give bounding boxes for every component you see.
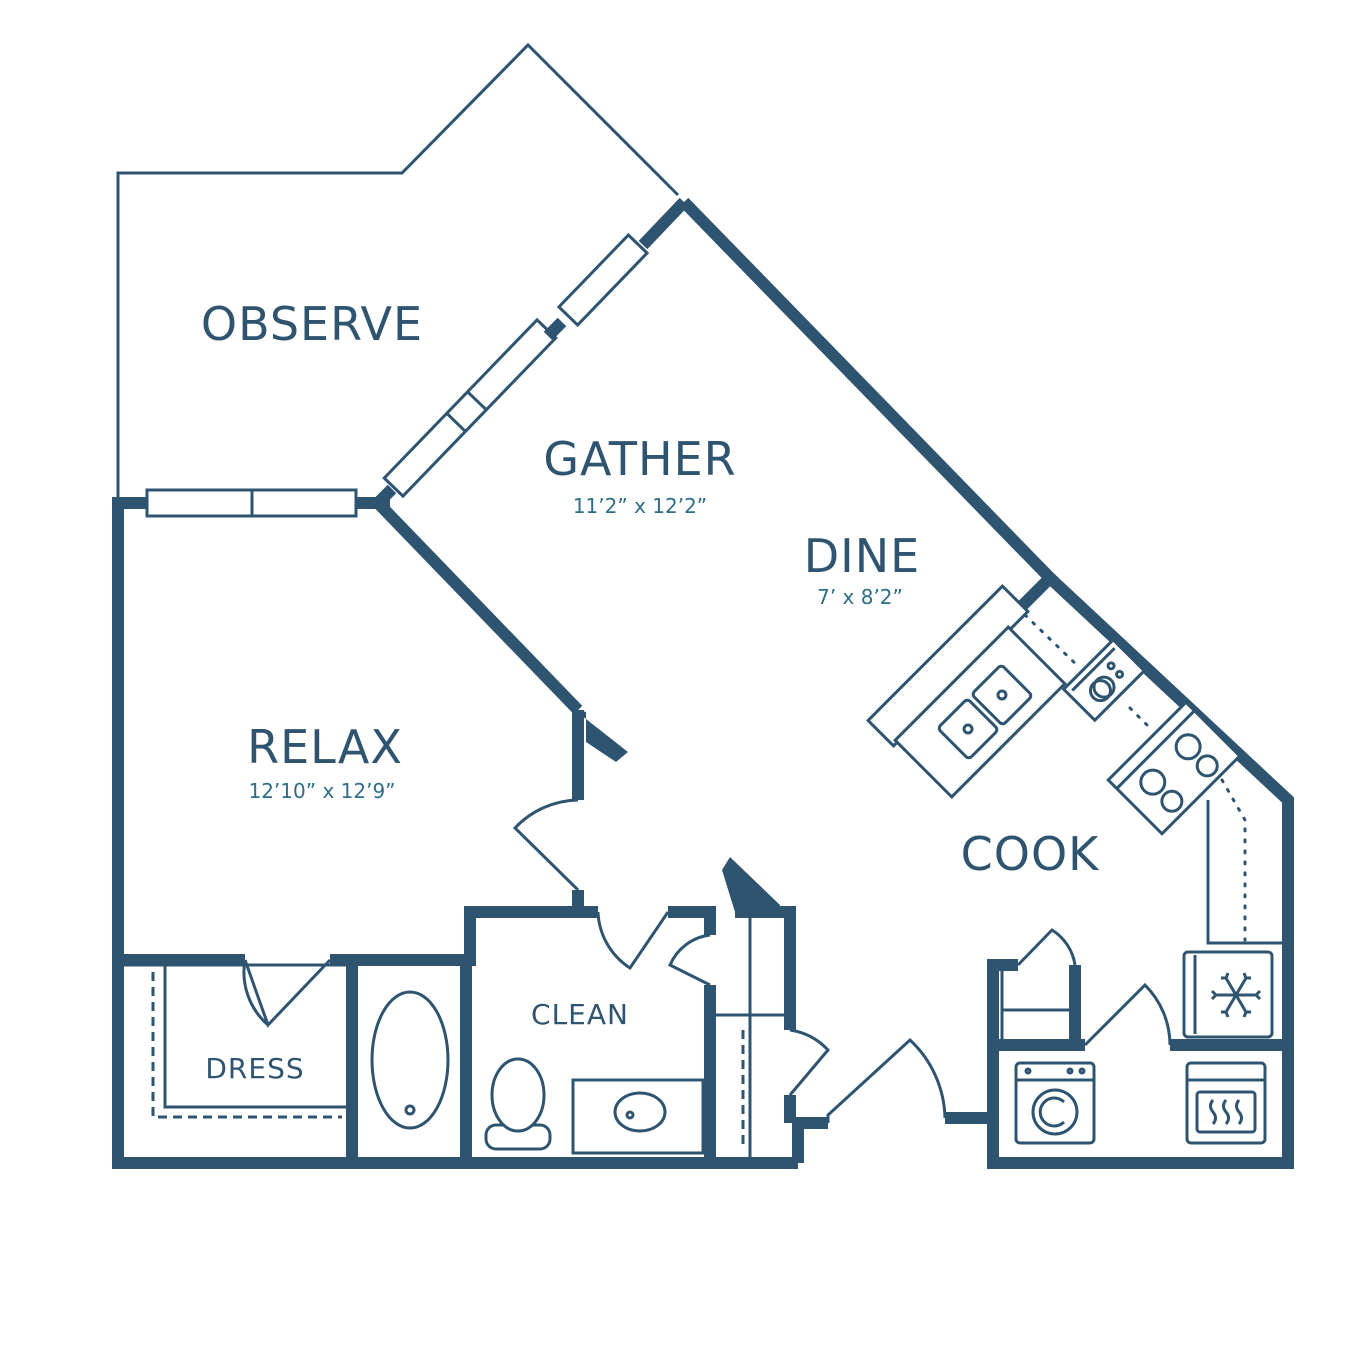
interior-walls xyxy=(118,708,1282,1163)
kitchen-counters xyxy=(1023,613,1247,942)
room-dimensions-dine: 7’ x 8’2” xyxy=(817,585,903,609)
room-label-dress: DRESS xyxy=(205,1052,304,1085)
room-dimensions-gather: 11’2” x 12’2” xyxy=(573,494,707,518)
kitchen-peninsula xyxy=(865,583,1067,799)
bathtub-icon xyxy=(370,990,450,1130)
dishwasher-icon xyxy=(1061,637,1147,723)
closet-rod xyxy=(151,965,745,1150)
room-label-clean: CLEAN xyxy=(531,998,629,1031)
room-dimensions-relax: 12’10” x 12’9” xyxy=(248,779,395,803)
room-label-observe: OBSERVE xyxy=(201,297,423,351)
room-label-gather: GATHER xyxy=(543,432,736,486)
sink-icon xyxy=(571,1078,705,1155)
balcony-door-diagonal[interactable] xyxy=(373,232,650,508)
exterior-walls xyxy=(112,197,1294,1169)
room-label-relax: RELAX xyxy=(247,720,403,774)
toilet-icon xyxy=(484,1057,552,1151)
dryer-icon xyxy=(1185,1061,1267,1145)
door-swings xyxy=(242,798,1172,1123)
balcony-outline xyxy=(116,42,680,497)
room-label-cook: COOK xyxy=(961,827,1101,881)
room-label-dine: DINE xyxy=(804,529,920,583)
kitchen-sink-icon xyxy=(937,664,1033,760)
stove-icon xyxy=(1106,700,1242,836)
balcony-door-left[interactable] xyxy=(145,488,358,518)
washer-icon xyxy=(1014,1061,1096,1145)
refrigerator-icon xyxy=(1182,950,1274,1039)
